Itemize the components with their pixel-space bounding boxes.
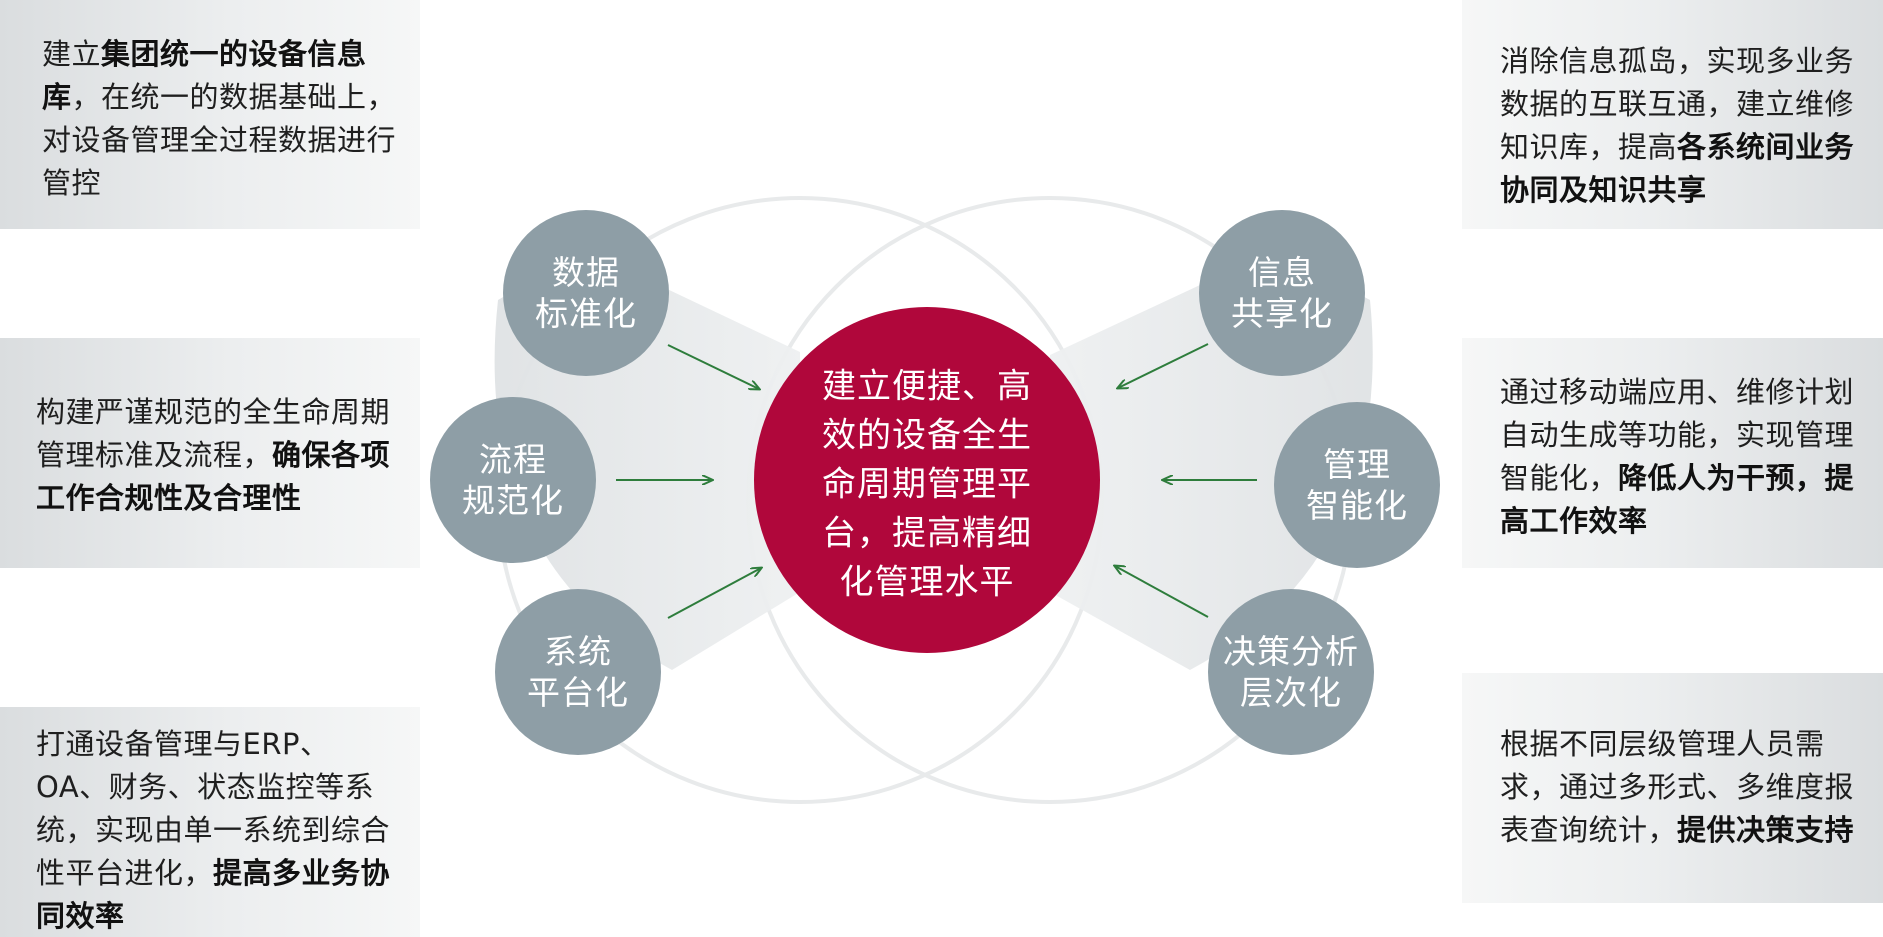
node-mgmt-smart — [1274, 402, 1440, 568]
panel-mid-right-text: 通过移动端应用、维修计划自动生成等功能，实现管理智能化， — [1500, 375, 1855, 495]
node-data-std — [503, 210, 669, 376]
center-circle — [754, 307, 1100, 653]
node-label-info-share: 信息 共享化 — [1231, 253, 1333, 333]
panel-bottom-left: 打通设备管理与ERP、OA、财务、状态监控等系统，实现由单一系统到综合性平台进化… — [0, 707, 420, 937]
panel-top-left-text-2: ，在统一的数据基础上，对设备管理全过程数据进行管控 — [42, 80, 397, 200]
panel-bottom-right-text: 根据不同层级管理人员需求，通过多形式、多维度报表查询统计， — [1500, 727, 1855, 847]
panel-mid-left-text: 构建严谨规范的全生命周期管理标准及流程， — [36, 395, 391, 472]
node-process-std — [430, 397, 596, 563]
panel-top-left: 建立集团统一的设备信息库，在统一的数据基础上，对设备管理全过程数据进行管控 — [0, 0, 420, 229]
panel-mid-left-bold: 确保各项工作合规性及合理性 — [36, 438, 391, 515]
arrow-decision-level — [1115, 566, 1209, 618]
panel-mid-left: 构建严谨规范的全生命周期管理标准及流程，确保各项工作合规性及合理性 — [0, 338, 420, 568]
panel-bottom-left-bold: 提高多业务协同效率 — [36, 856, 391, 933]
panel-bottom-left-text: 打通设备管理与ERP、OA、财务、状态监控等系统，实现由单一系统到综合性平台进化… — [36, 727, 391, 890]
panel-top-left-text-1: 建立 — [42, 37, 102, 71]
panel-top-left-bold: 集团统一的设备信息库 — [42, 37, 367, 114]
node-label-mgmt-smart: 管理 智能化 — [1306, 445, 1408, 525]
panel-top-right-text: 消除信息孤岛，实现多业务数据的互联互通，建立维修知识库，提高 — [1500, 44, 1855, 164]
node-label-process-std: 流程 规范化 — [462, 440, 564, 520]
panel-mid-right: 通过移动端应用、维修计划自动生成等功能，实现管理智能化，降低人为干预，提高工作效… — [1462, 338, 1883, 568]
panel-top-right-bold: 各系统间业务协同及知识共享 — [1500, 130, 1855, 207]
node-info-share — [1199, 210, 1365, 376]
arrow-data-std — [667, 344, 759, 389]
panel-bottom-right-bold: 提供决策支持 — [1677, 813, 1855, 847]
node-label-data-std: 数据 标准化 — [535, 253, 637, 333]
node-system-platform — [495, 589, 661, 755]
panel-top-right: 消除信息孤岛，实现多业务数据的互联互通，建立维修知识库，提高各系统间业务协同及知… — [1462, 0, 1883, 229]
node-decision-level — [1208, 589, 1374, 755]
arrow-system-platform — [667, 568, 761, 619]
arrow-info-share — [1118, 343, 1209, 388]
panel-mid-right-bold: 降低人为干预，提高工作效率 — [1500, 461, 1855, 538]
center-goal-text: 建立便捷、高 效的设备全生 命周期管理平 台，提高精细 化管理水平 — [822, 366, 1032, 603]
panel-bottom-right: 根据不同层级管理人员需求，通过多形式、多维度报表查询统计，提供决策支持 — [1462, 673, 1883, 903]
node-label-decision-level: 决策分析 层次化 — [1223, 632, 1359, 712]
node-label-system-platform: 系统 平台化 — [527, 632, 629, 712]
